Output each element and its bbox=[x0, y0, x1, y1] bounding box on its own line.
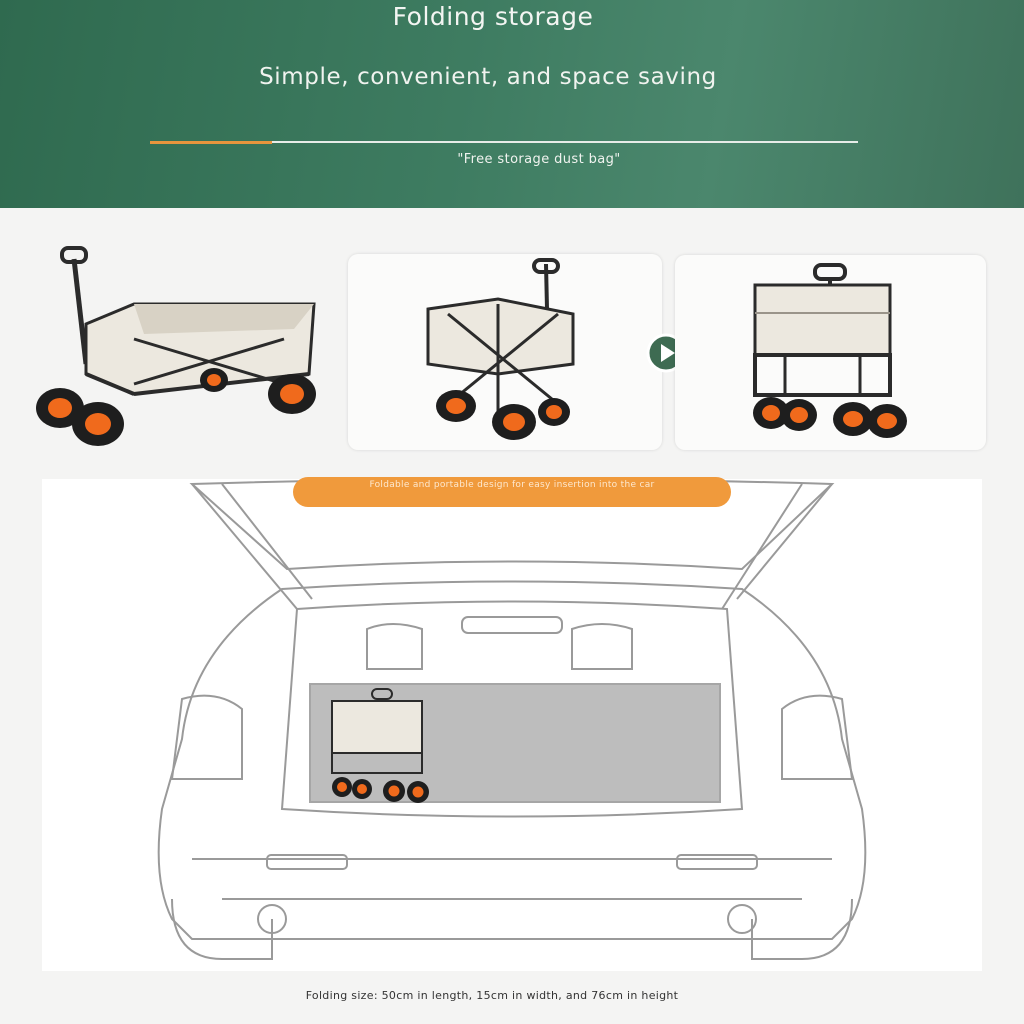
header-banner: Folding storage Simple, convenient, and … bbox=[0, 0, 1024, 208]
folding-wagon-photo bbox=[348, 254, 662, 450]
folded-wagon-photo bbox=[675, 255, 986, 450]
open-wagon-photo bbox=[24, 234, 324, 454]
car-trunk-illustration bbox=[42, 479, 982, 971]
wheel bbox=[36, 388, 84, 428]
banner-subtitle: Simple, convenient, and space saving bbox=[259, 64, 717, 90]
trunk-label-pill: Foldable and portable design for easy in… bbox=[293, 477, 731, 507]
banner-divider-accent bbox=[150, 141, 272, 144]
banner-note: "Free storage dust bag" bbox=[457, 152, 621, 167]
banner-divider bbox=[150, 141, 858, 143]
banner-title: Folding storage bbox=[392, 2, 594, 31]
folding-size-caption: Folding size: 50cm in length, 15cm in wi… bbox=[305, 989, 679, 1002]
